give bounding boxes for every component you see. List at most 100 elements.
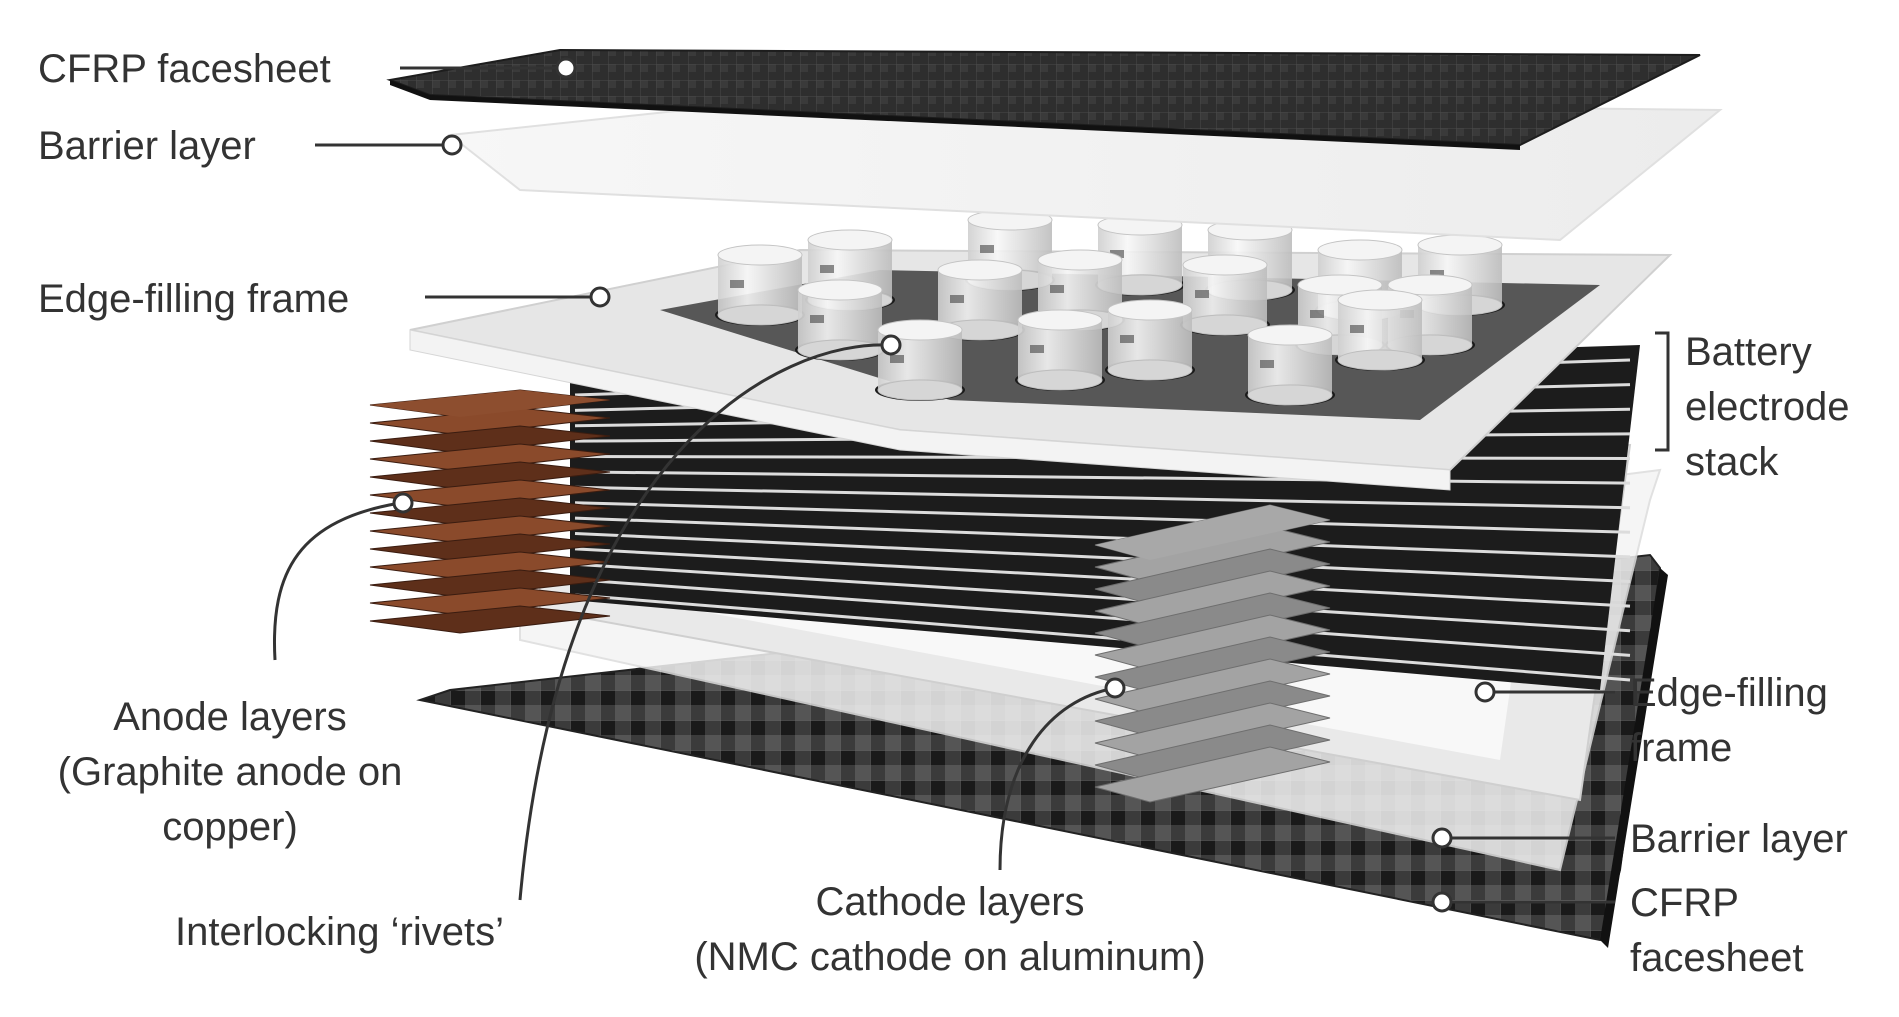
rivet [877, 319, 963, 401]
label-cathode-line1: Cathode layers [815, 880, 1084, 924]
rivet-top [1297, 274, 1383, 296]
rivet-top [1017, 309, 1103, 331]
dot-bottom-barrier [1431, 827, 1453, 849]
label-top-edge-filling-frame: Edge-filling frame [38, 277, 349, 321]
label-anode-line1: Anode layers [113, 695, 346, 739]
cathode-tab [1094, 680, 1331, 737]
dot-top-cfrp [555, 57, 577, 79]
cathode-tab [1094, 746, 1331, 803]
cathode-tab [1094, 592, 1331, 649]
leader-anode [272, 501, 401, 661]
rivet-top [1247, 324, 1333, 346]
cathode-tab [1094, 570, 1331, 627]
rivet-bottom [1017, 369, 1103, 391]
dot-anode [392, 492, 414, 514]
rivet-slot [980, 245, 994, 253]
anode-tab [369, 605, 611, 634]
stack-line [574, 593, 1631, 682]
rivet [1337, 289, 1423, 371]
rivet-slot [890, 355, 904, 363]
rivet-top [1417, 234, 1503, 256]
stack-line [574, 470, 1631, 485]
stack-line [574, 547, 1631, 608]
label-bottom-cfrp-line2: facesheet [1630, 936, 1803, 980]
anode-tab [369, 515, 611, 544]
anode-tab [369, 425, 611, 454]
rivet [1182, 254, 1268, 336]
stack-line [574, 485, 1631, 510]
dot-rivets [880, 334, 902, 356]
rivet-bottom [1247, 384, 1333, 406]
rivet-top [1037, 249, 1123, 271]
rivet [717, 244, 803, 326]
rivet-top [937, 259, 1023, 281]
cathode-tab [1094, 724, 1331, 781]
anode-tab [369, 497, 611, 526]
cathode-tab [1094, 702, 1331, 759]
cathode-tab [1094, 548, 1331, 605]
rivet-slot [950, 295, 964, 303]
dot-top-frame [589, 286, 611, 308]
rivet-bottom [877, 379, 963, 401]
rivet-slot [1195, 290, 1209, 298]
rivet-top [1337, 289, 1423, 311]
rivet-bottom [1107, 359, 1193, 381]
rivet-slot [820, 265, 834, 273]
anode-tab [369, 533, 611, 562]
leader-lines [272, 66, 1670, 904]
cathode-tab [1094, 636, 1331, 693]
rivet [1247, 324, 1333, 406]
label-battery-stack-line2: electrode [1685, 385, 1850, 429]
anode-tab [369, 587, 611, 616]
label-cathode-line2: (NMC cathode on aluminum) [694, 935, 1205, 979]
anode-tab [369, 479, 611, 508]
bracket-battery-stack [1655, 331, 1670, 452]
label-interlocking-rivets: Interlocking ‘rivets’ [175, 910, 504, 954]
anode-top-face [370, 390, 610, 417]
rivet-slot [1050, 285, 1064, 293]
label-top-barrier-layer: Barrier layer [38, 124, 256, 168]
leader-cathode [998, 686, 1116, 871]
stack-line [574, 501, 1631, 534]
label-anode-line3: copper) [162, 805, 298, 849]
label-battery-stack-line3: stack [1685, 440, 1779, 484]
cathode-layers-stack [1094, 504, 1331, 803]
rivet [937, 259, 1023, 341]
rivet-slot [730, 280, 744, 288]
cathode-top-face [1095, 505, 1330, 560]
rivet-bottom [1337, 349, 1423, 371]
rivet [1107, 299, 1193, 381]
stack-line [574, 578, 1631, 657]
rivet-top [1387, 274, 1473, 296]
rivet-top [717, 244, 803, 266]
anode-tab [369, 569, 611, 598]
anode-tab [369, 443, 611, 472]
rivet-slot [1430, 270, 1444, 278]
rivet [797, 279, 883, 361]
rivet-top [1317, 239, 1403, 261]
anode-tab [369, 461, 611, 490]
dot-top-barrier [441, 134, 463, 156]
anode-tab [369, 551, 611, 580]
rivet [1017, 309, 1103, 391]
anode-layers-stack [369, 389, 611, 634]
dot-cathode [1104, 677, 1126, 699]
label-bottom-barrier-layer: Barrier layer [1630, 817, 1848, 861]
leader-dots [392, 57, 1496, 913]
stack-line [574, 531, 1631, 584]
rivet-top [1182, 254, 1268, 276]
rivet-slot [1260, 360, 1274, 368]
label-bottom-frame-line2: frame [1630, 726, 1732, 770]
rivet-top [797, 279, 883, 301]
label-anode-line2: (Graphite anode on [58, 750, 403, 794]
rivet-bottom [717, 304, 803, 326]
rivet-slot [810, 315, 824, 323]
label-top-cfrp-facesheet: CFRP facesheet [38, 47, 331, 91]
rivet-top [877, 319, 963, 341]
stack-line [574, 516, 1631, 559]
rivet-slot [1120, 335, 1134, 343]
label-bottom-frame-line1: Edge-filling [1630, 671, 1828, 715]
dot-bottom-frame [1474, 681, 1496, 703]
label-battery-stack-line1: Battery [1685, 330, 1812, 374]
